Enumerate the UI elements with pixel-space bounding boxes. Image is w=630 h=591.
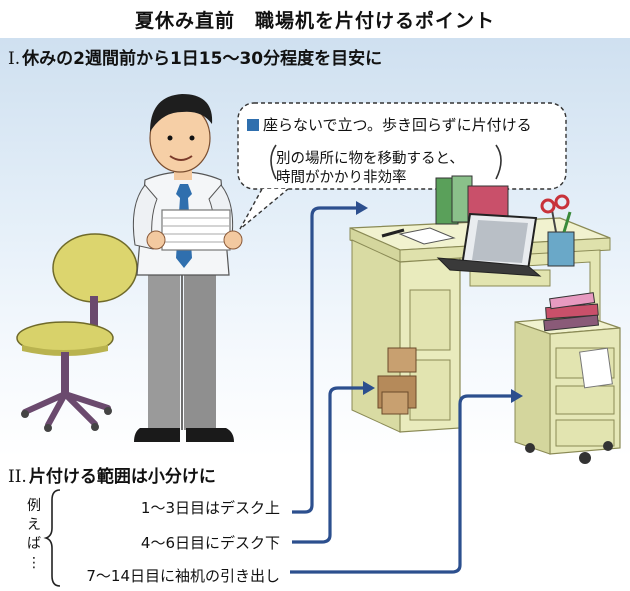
bullet-square-icon (247, 119, 259, 131)
bubble-main-label: 座らないで立つ。歩き回らずに片付ける (263, 116, 532, 134)
arrow-under-desk (292, 386, 367, 544)
step-1-label: 1～3日目はデスク上 (140, 499, 280, 517)
laptop-icon (436, 212, 542, 277)
section-1-heading: I.休みの2週間前から1日15～30分程度を目安に (8, 44, 382, 69)
section-2-numeral: II. (8, 467, 27, 487)
desk-items (381, 175, 509, 245)
section-2-text: 片付ける範囲は小分けに (28, 467, 216, 487)
arrow-desk-top (292, 206, 360, 514)
bubble-sub-line-1: 別の場所に物を移動すると、 (276, 151, 464, 167)
person-with-papers-icon (132, 94, 243, 442)
page-title: 夏休み直前 職場机を片付けるポイント (134, 10, 495, 32)
section-1-numeral: I. (8, 49, 21, 69)
side-cabinet-icon (514, 315, 621, 464)
arrow-heads (356, 201, 523, 403)
step-2-label: 4～6日目にデスク下 (140, 534, 280, 552)
step-3-label: 7～14日目に袖机の引き出し (86, 567, 280, 585)
section-1-text: 休みの2週間前から1日15～30分程度を目安に (22, 49, 383, 69)
example-label: 例 え ば ⋮ (27, 498, 41, 571)
arrow-side-cabinet (290, 394, 515, 574)
step-arrows (290, 206, 515, 574)
bubble-sub-line-2: 時間がかかり非効率 (276, 170, 407, 186)
section-2-heading: II.片付ける範囲は小分けに (8, 462, 216, 487)
books-icon (543, 292, 600, 332)
chair-icon (16, 233, 138, 432)
boxes-icon (377, 347, 417, 415)
example-brace (43, 489, 61, 587)
bubble-main-text: 座らないで立つ。歩き回らずに片付ける (247, 114, 532, 135)
scissors-cup-icon (540, 194, 575, 267)
speech-bubble (237, 102, 567, 230)
